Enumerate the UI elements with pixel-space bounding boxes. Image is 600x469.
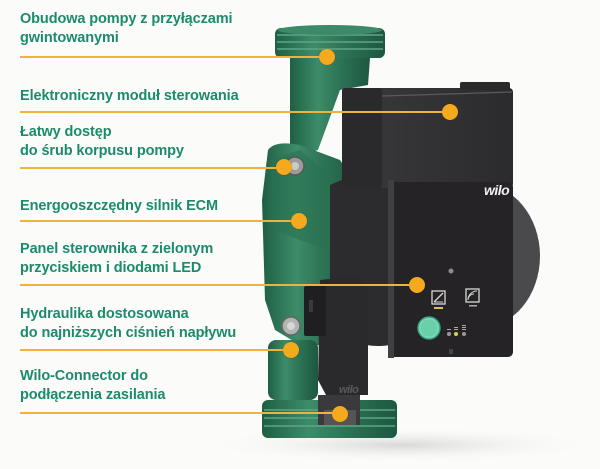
callout-line xyxy=(20,220,299,222)
wilo-connector xyxy=(304,276,368,425)
callout-pump-housing: Obudowa pompy z przyłączami gwintowanymi xyxy=(20,10,233,48)
callout-dot-pump-housing[interactable] xyxy=(319,49,335,65)
callout-label-line2: do najniższych ciśnień napływu xyxy=(20,325,237,341)
callout-label-line2: podłączenia zasilania xyxy=(20,387,166,403)
callout-hydraulics: Hydraulika dostosowana do najniższych ci… xyxy=(20,305,236,343)
callout-line xyxy=(20,412,340,414)
callout-label-line1: Hydraulika dostosowana xyxy=(20,306,189,322)
callout-label-line2: gwintowanymi xyxy=(20,30,119,46)
callout-label-line1: Panel sterownika z zielonym xyxy=(20,241,214,257)
callout-control-panel: Panel sterownika z zielonym przyciskiem … xyxy=(20,240,213,278)
callout-label-line2: przyciskiem i diodami LED xyxy=(20,260,202,276)
callout-line xyxy=(20,56,327,58)
connector-brand-logo: wilo xyxy=(339,384,359,396)
callout-ecm-motor: Energooszczędny silnik ECM xyxy=(20,197,218,216)
callout-label-line2: do śrub korpusu pompy xyxy=(20,143,184,159)
callout-housing-bolts: Łatwy dostęp do śrub korpusu pompy xyxy=(20,123,184,161)
callout-dot-control-module[interactable] xyxy=(442,104,458,120)
callout-dot-hydraulics[interactable] xyxy=(283,342,299,358)
callout-control-module: Elektroniczny moduł sterowania xyxy=(20,87,239,106)
brand-logo: wilo xyxy=(484,182,510,198)
callout-line xyxy=(20,349,291,351)
callout-dot-ecm-motor[interactable] xyxy=(291,213,307,229)
callout-line xyxy=(20,284,417,286)
callout-wilo-connector: Wilo-Connector do podłączenia zasilania xyxy=(20,367,165,405)
callout-label-line1: Energooszczędny silnik ECM xyxy=(20,198,219,214)
callout-dot-wilo-connector[interactable] xyxy=(332,406,348,422)
callout-label-line1: Elektroniczny moduł sterowania xyxy=(20,88,239,104)
callout-line xyxy=(20,167,286,169)
curve-mode-icon xyxy=(431,290,446,309)
callout-label-line1: Łatwy dostęp xyxy=(20,124,112,140)
radio-mode-icon xyxy=(465,288,480,307)
callout-dot-control-panel[interactable] xyxy=(409,277,425,293)
callout-label-line1: Obudowa pompy z przyłączami xyxy=(20,11,233,27)
callout-dot-housing-bolts[interactable] xyxy=(276,159,292,175)
callout-label-line1: Wilo-Connector do xyxy=(20,368,148,384)
control-module-box xyxy=(342,88,513,188)
callout-line xyxy=(20,111,450,113)
top-threaded-port xyxy=(275,25,385,160)
